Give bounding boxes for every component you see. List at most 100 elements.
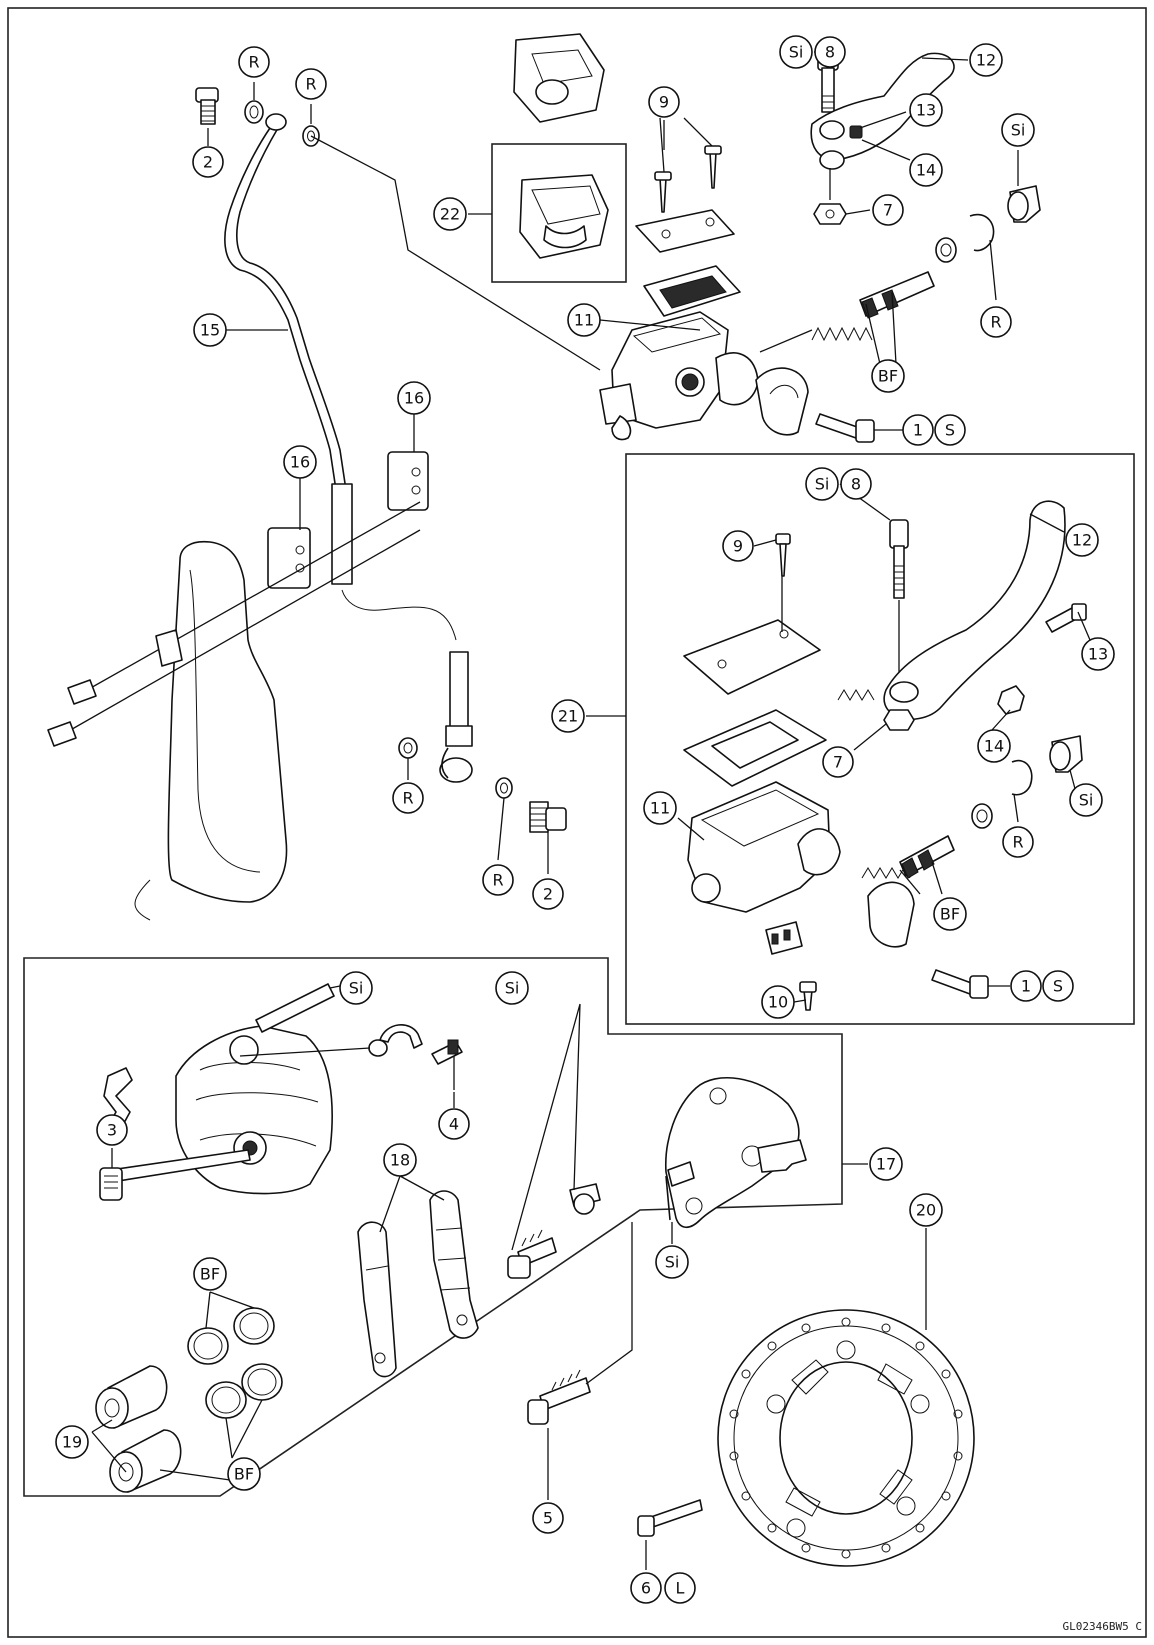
callout-circle — [532, 878, 564, 910]
clamp-bolt-21 — [931, 969, 975, 995]
callout-text: 16 — [404, 389, 424, 408]
diagram-code: GL02346BW5 C — [1063, 1620, 1142, 1633]
callout-si-top: Si — [779, 35, 813, 69]
callout-text: Si — [815, 475, 830, 494]
callout-circle — [655, 1245, 689, 1279]
callout-text: 15 — [200, 321, 220, 340]
callout-si-box2: Si — [1069, 783, 1103, 817]
brake-pad-outer — [429, 1190, 479, 1339]
callout-si-bracket: Si — [655, 1245, 689, 1279]
callout-circle — [822, 746, 854, 778]
callout-circle — [1065, 523, 1099, 557]
callout-text: Si — [665, 1253, 680, 1272]
brake-disc — [717, 1228, 975, 1567]
callout-si-pins: Si — [495, 971, 529, 1005]
callout-text: 10 — [768, 993, 788, 1012]
caliper-box — [23, 957, 843, 1497]
callout-text: 7 — [883, 201, 893, 220]
washer-hose-1 — [398, 737, 418, 759]
callout-11-top: 11 — [567, 303, 601, 337]
callout-circle — [814, 36, 846, 68]
callout-circle — [969, 43, 1003, 77]
callout-16-a: 16 — [283, 445, 317, 479]
pad-retainer — [757, 1139, 807, 1173]
caliper-assembly — [23, 957, 843, 1497]
callout-text: 8 — [825, 43, 835, 62]
callout-si-box: Si — [805, 467, 839, 501]
callout-r-2: R — [295, 68, 327, 100]
callout-text: 12 — [1072, 531, 1092, 550]
callout-text: 16 — [290, 453, 310, 472]
callout-text: 17 — [876, 1155, 896, 1174]
callout-circle — [392, 782, 424, 814]
callout-13-box: 13 — [1081, 637, 1115, 671]
callout-9-box: 9 — [722, 530, 754, 562]
callout-circle — [551, 699, 585, 733]
handlebar-clamp-21 — [867, 881, 915, 948]
callout-text: 9 — [659, 93, 669, 112]
callout-8-box: 8 — [840, 468, 872, 500]
callout-circle — [192, 146, 224, 178]
callout-circle — [630, 1572, 662, 1604]
callout-l: L — [664, 1572, 696, 1604]
callout-2-top: 2 — [192, 146, 224, 178]
callout-text: BF — [940, 905, 960, 924]
callout-1-top: 1 — [902, 414, 934, 446]
callout-bf-top: BF — [871, 359, 905, 393]
callout-circle — [283, 445, 317, 479]
callout-2-bottom: 2 — [532, 878, 564, 910]
callout-circle — [840, 468, 872, 500]
callout-circle — [909, 1193, 943, 1227]
handlebar-clamp-top — [755, 367, 809, 436]
callout-circle — [532, 1502, 564, 1534]
callout-circle — [869, 1147, 903, 1181]
callout-circle — [96, 1114, 128, 1146]
callout-11-box: 11 — [643, 791, 677, 825]
circlip-top — [969, 213, 995, 252]
callout-circle — [1010, 970, 1042, 1002]
clamp-bolt-top — [815, 413, 861, 439]
callout-r-hose-1: R — [392, 782, 424, 814]
callout-text: 18 — [390, 1151, 410, 1170]
callout-circle — [193, 1257, 227, 1291]
callout-text: R — [248, 53, 259, 72]
callout-12-box: 12 — [1065, 523, 1099, 557]
callout-circle — [1002, 826, 1034, 858]
callout-9-top: 9 — [648, 86, 680, 118]
piston-top — [859, 271, 935, 317]
reservoir-cover-plate — [635, 209, 735, 253]
callout-circle — [567, 303, 601, 337]
banjo-bolt-top — [195, 87, 219, 125]
callout-12-top: 12 — [969, 43, 1003, 77]
callout-circle — [383, 1143, 417, 1177]
callout-text: 11 — [650, 799, 670, 818]
callout-text: Si — [349, 979, 364, 998]
callout-circle — [909, 153, 943, 187]
callout-r-1: R — [238, 46, 270, 78]
callout-text: S — [1053, 977, 1063, 996]
pivot-bolt-21 — [889, 519, 909, 549]
callout-r-right: R — [980, 306, 1012, 338]
callout-text: Si — [1079, 791, 1094, 810]
callout-circle — [55, 1425, 89, 1459]
callout-circle — [980, 306, 1012, 338]
callout-bf-box: BF — [933, 897, 967, 931]
callout-circle — [1001, 113, 1035, 147]
hose-lower-fitting — [449, 651, 469, 733]
callout-si-right: Si — [1001, 113, 1035, 147]
callout-10: 10 — [761, 985, 795, 1019]
callout-text: 7 — [833, 753, 843, 772]
callout-circle — [1042, 970, 1074, 1002]
washer-hose-2 — [495, 777, 513, 799]
callout-text: BF — [200, 1265, 220, 1284]
caliper-slide-pin-top — [255, 983, 335, 1033]
callout-circle — [397, 381, 431, 415]
callout-circle — [805, 467, 839, 501]
callout-text: Si — [505, 979, 520, 998]
nut-21 — [883, 709, 915, 731]
callout-text: R — [990, 313, 1001, 332]
callout-16-b: 16 — [397, 381, 431, 415]
callout-text: Si — [1011, 121, 1026, 140]
spring-21 — [837, 689, 875, 701]
